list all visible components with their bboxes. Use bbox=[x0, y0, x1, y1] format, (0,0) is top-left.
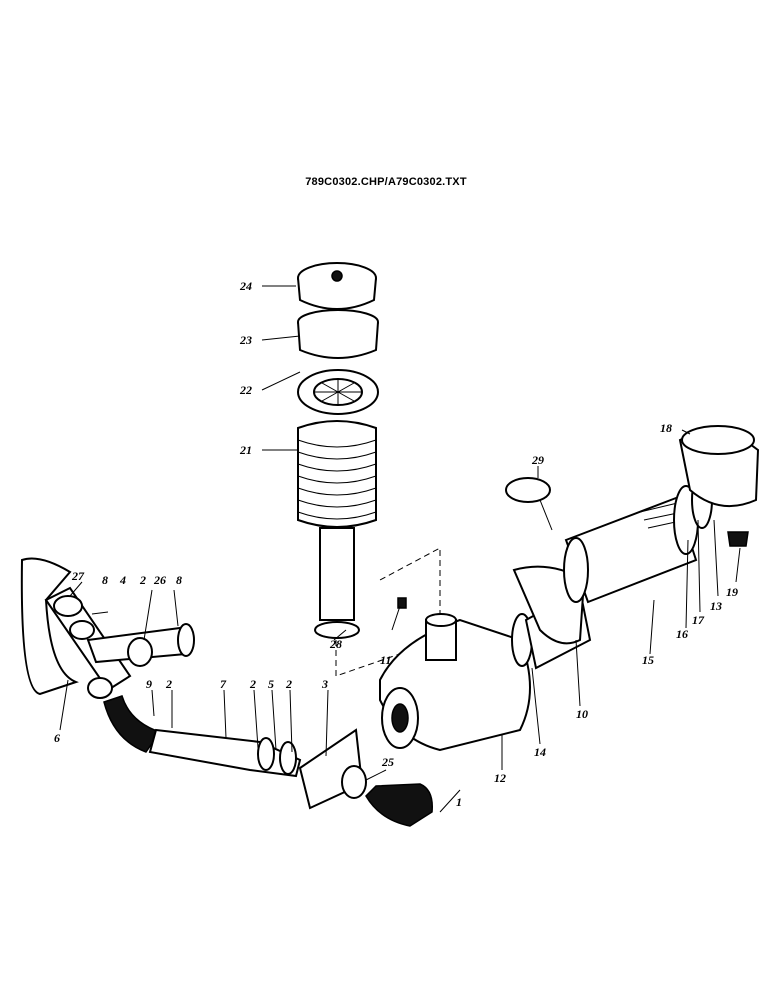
part-strap-bolt bbox=[539, 499, 553, 531]
part-drain-cup-19 bbox=[727, 531, 749, 547]
callout-2d: 2 bbox=[285, 677, 292, 691]
callout-28: 28 bbox=[329, 637, 342, 651]
part-bellows bbox=[297, 420, 377, 528]
part-clamp-5 bbox=[257, 737, 275, 771]
callout-8a: 8 bbox=[102, 573, 108, 587]
part-inlet-top bbox=[425, 613, 457, 627]
part-cover-top bbox=[681, 425, 755, 455]
part-element-end bbox=[563, 537, 589, 603]
callout-1: 1 bbox=[456, 795, 462, 809]
part-outlet-bore bbox=[391, 703, 409, 733]
callouts: 24 23 22 21 18 29 27 8 4 2 26 8 11 28 19… bbox=[54, 279, 741, 813]
part-fitting-11 bbox=[397, 597, 407, 609]
filter-assembly bbox=[379, 425, 760, 752]
callout-12: 12 bbox=[494, 771, 506, 785]
callout-19: 19 bbox=[726, 585, 738, 599]
callout-11: 11 bbox=[380, 653, 391, 667]
part-ring-body bbox=[297, 321, 379, 359]
callout-17: 17 bbox=[692, 613, 705, 627]
callout-9: 9 bbox=[146, 677, 152, 691]
callout-2c: 2 bbox=[249, 677, 256, 691]
intake-piping bbox=[20, 557, 433, 827]
part-clamp-28 bbox=[314, 621, 360, 639]
callout-2b: 2 bbox=[165, 677, 172, 691]
callout-5: 5 bbox=[268, 677, 274, 691]
part-elbow-6 bbox=[87, 677, 113, 699]
callout-4: 4 bbox=[119, 573, 126, 587]
part-clamp-8a bbox=[69, 620, 95, 640]
callout-22: 22 bbox=[239, 383, 252, 397]
callout-15: 15 bbox=[642, 653, 654, 667]
callout-8b: 8 bbox=[176, 573, 182, 587]
part-clamp-25 bbox=[341, 765, 367, 799]
part-stack-tube bbox=[319, 527, 355, 621]
part-bent-pipe-27 bbox=[20, 557, 79, 696]
part-pipe-7 bbox=[148, 728, 302, 778]
callout-18: 18 bbox=[660, 421, 672, 435]
callout-2a: 2 bbox=[139, 573, 146, 587]
leader-lines bbox=[59, 285, 741, 813]
callout-23: 23 bbox=[239, 333, 252, 347]
part-clamp-2b bbox=[279, 741, 297, 775]
callout-25: 25 bbox=[381, 755, 394, 769]
part-strap-29 bbox=[505, 477, 551, 503]
callout-29: 29 bbox=[531, 453, 544, 467]
dashed-guide bbox=[335, 547, 441, 677]
part-clamp-2a bbox=[127, 637, 153, 667]
callout-26: 26 bbox=[153, 573, 166, 587]
callout-7: 7 bbox=[220, 677, 227, 691]
callout-3: 3 bbox=[321, 677, 328, 691]
precleaner-stack bbox=[297, 262, 441, 677]
part-clamp-8b bbox=[177, 623, 195, 657]
callout-10: 10 bbox=[576, 707, 588, 721]
callout-14: 14 bbox=[534, 745, 546, 759]
callout-6: 6 bbox=[54, 731, 60, 745]
callout-27: 27 bbox=[71, 569, 85, 583]
part-cap-knob bbox=[331, 270, 343, 282]
diagram-caption: 789C0302.CHP/A79C0302.TXT bbox=[305, 176, 467, 188]
part-elbow-1 bbox=[365, 783, 433, 827]
part-hose-4 bbox=[53, 595, 83, 617]
callout-24: 24 bbox=[239, 279, 252, 293]
callout-13: 13 bbox=[710, 599, 722, 613]
part-cap-rim bbox=[297, 277, 377, 310]
callout-16: 16 bbox=[676, 627, 688, 641]
part-bellows-folds bbox=[297, 439, 377, 520]
part-vanes bbox=[314, 379, 362, 405]
callout-21: 21 bbox=[239, 443, 252, 457]
